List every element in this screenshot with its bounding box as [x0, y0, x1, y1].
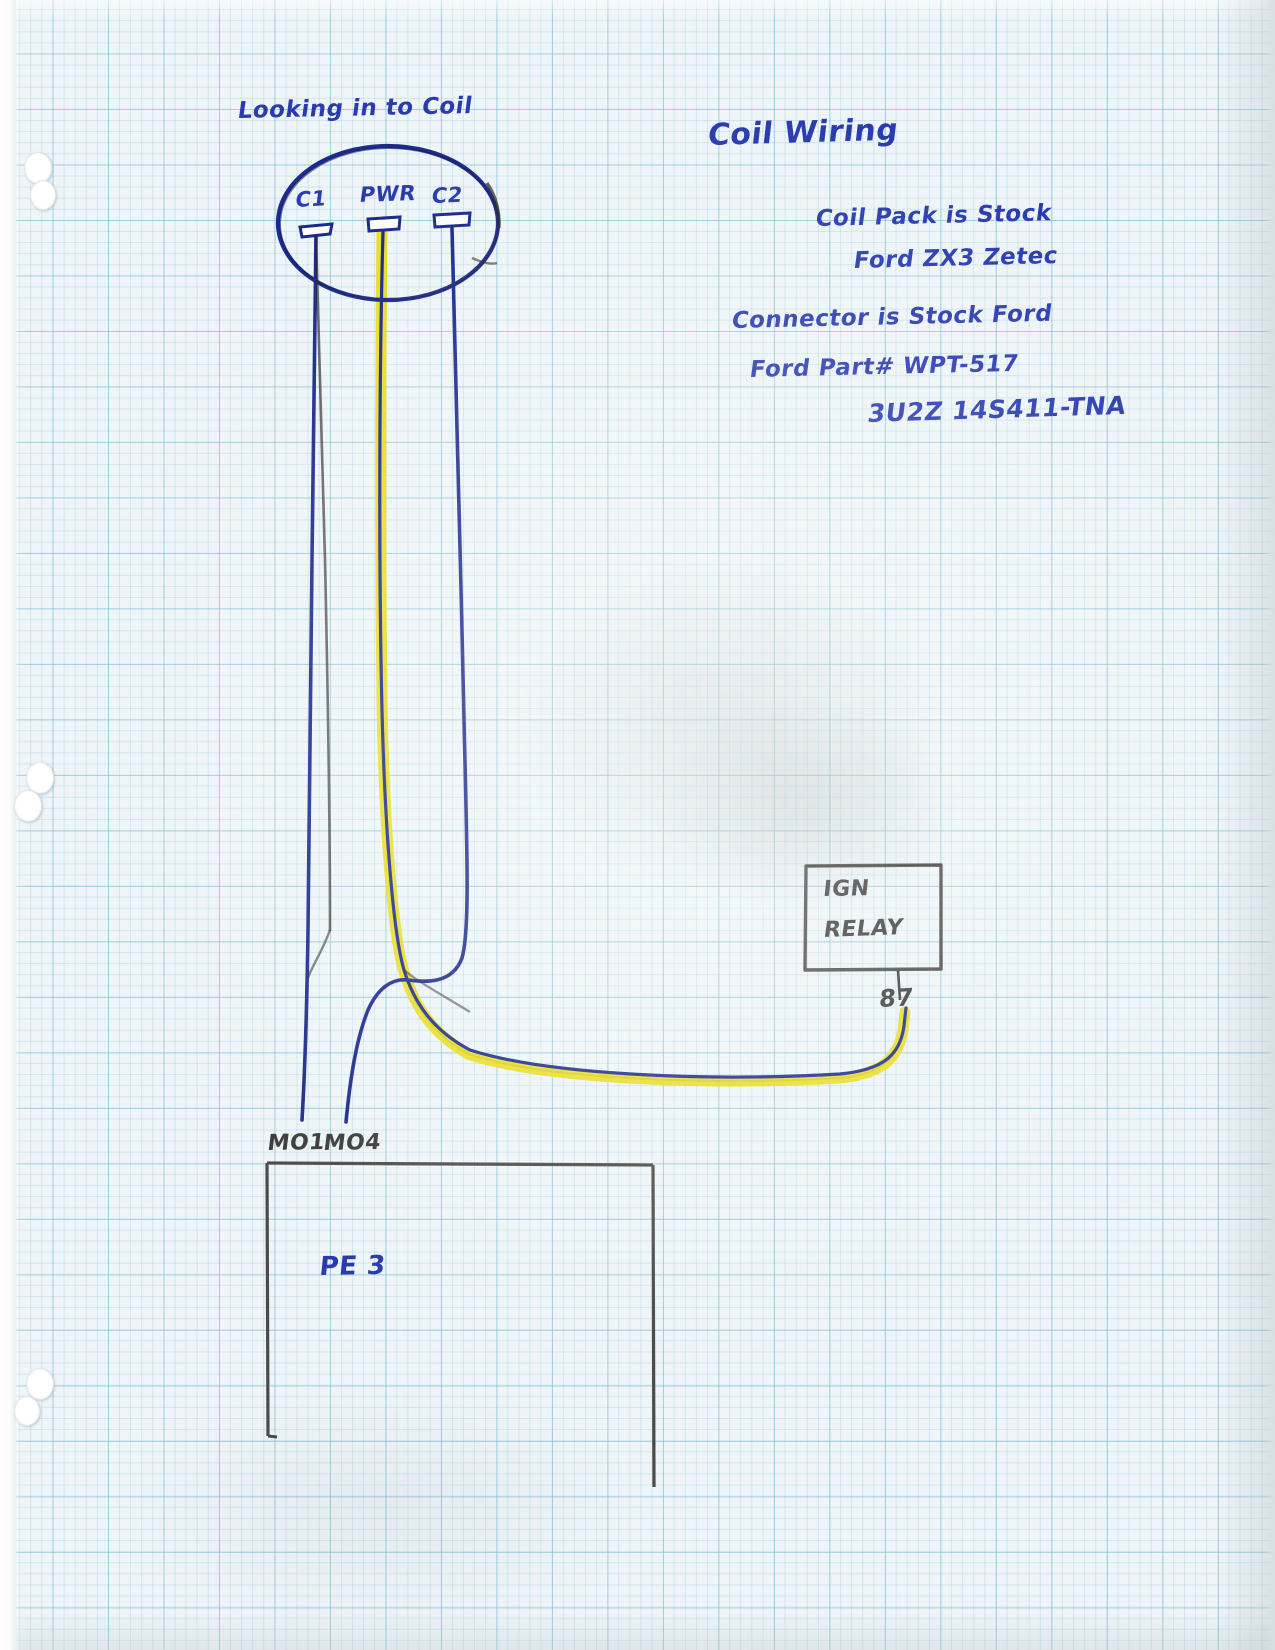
pin-blade-pwr [366, 215, 402, 233]
punch-hole [14, 1396, 40, 1426]
ecu-pin-label-mo1: MO1 [266, 1129, 327, 1156]
wire-c1-blue [300, 234, 332, 1122]
ecu-pin-label-mo4: MO4 [322, 1129, 383, 1156]
annotation-looking-into-coil: Looking in to Coil [236, 93, 475, 124]
pin-label-pwr: PWR [358, 180, 418, 207]
punch-hole [24, 152, 52, 184]
relay-terminal-label: 87 [878, 983, 915, 1013]
punch-hole [30, 180, 56, 210]
page-left-edge [0, 0, 16, 1650]
punch-hole [14, 790, 42, 822]
pin-label-c1: C1 [294, 186, 328, 212]
note-ford-zx3-zetec: Ford ZX3 Zetec [852, 242, 1060, 274]
pin-label-c2: C2 [430, 182, 465, 208]
ecu-label: PE 3 [318, 1250, 388, 1282]
ecu-pe3-box [265, 1161, 656, 1488]
punch-hole [26, 1368, 54, 1400]
diagram-title: Coil Wiring [706, 112, 901, 153]
pin-blade-c2 [432, 211, 472, 229]
relay-label-line2: RELAY [822, 915, 905, 943]
relay-label-line1: IGN [822, 876, 871, 902]
page-right-edge [1265, 0, 1275, 1650]
punch-hole [26, 762, 54, 794]
